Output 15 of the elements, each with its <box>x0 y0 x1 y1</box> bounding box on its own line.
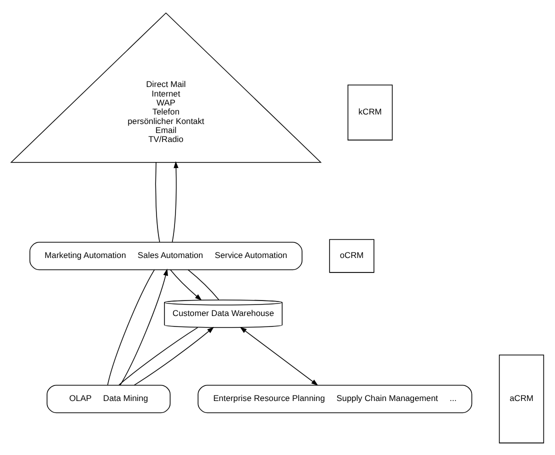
connector <box>107 268 155 386</box>
connector <box>118 326 198 385</box>
arrow <box>170 268 202 300</box>
node-box: Marketing Automation Sales Automation Service Automation <box>29 241 302 270</box>
node-box: kCRM <box>348 84 393 140</box>
arrow <box>240 326 318 386</box>
arrow <box>120 268 168 386</box>
node-box: aCRM <box>498 354 544 443</box>
node-box: oCRM <box>329 238 374 272</box>
connector <box>188 268 220 300</box>
node-box: Enterprise Resource Planning Supply Chain Management ... <box>198 384 472 413</box>
node-box: OLAP Data Mining <box>46 384 171 413</box>
connector <box>155 161 160 242</box>
arrow <box>134 326 214 385</box>
arrow <box>172 160 178 242</box>
